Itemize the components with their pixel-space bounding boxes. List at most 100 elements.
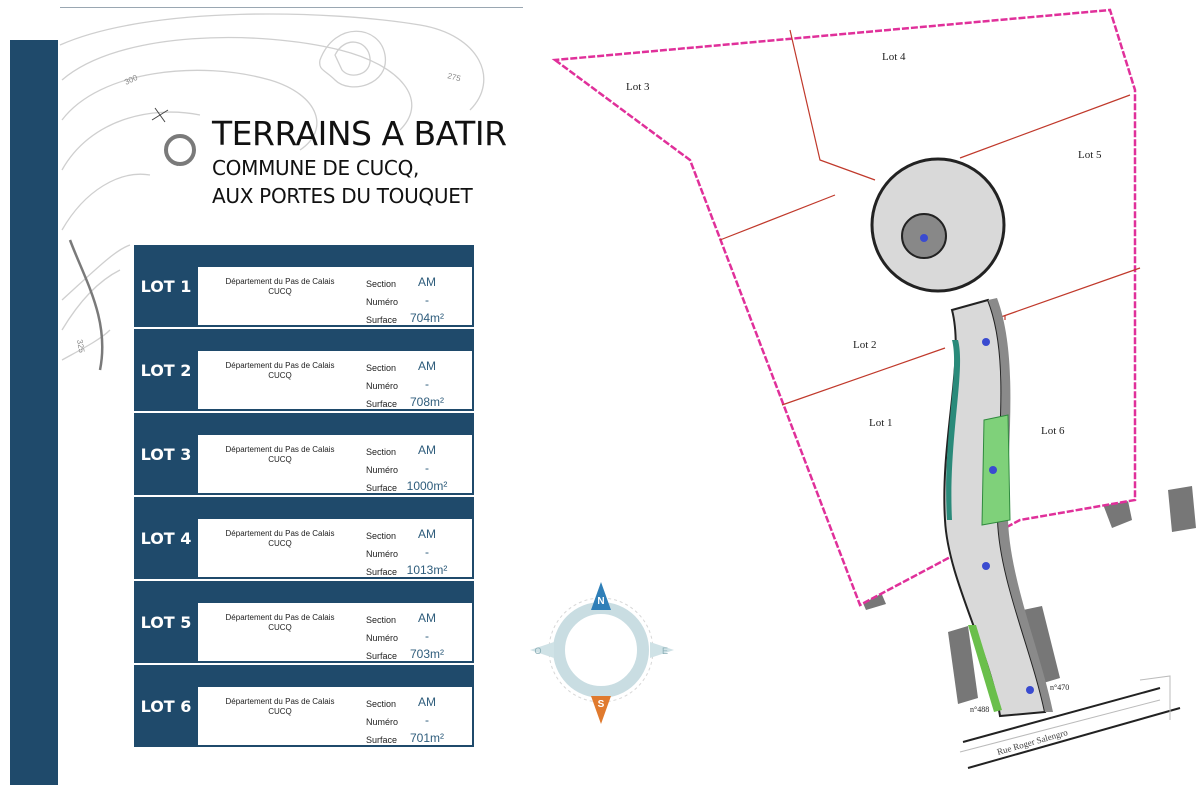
surface-value: 1013m² (406, 563, 448, 577)
commune-name: CUCQ (268, 707, 292, 716)
section-value: AM (418, 443, 436, 457)
section-label: Section (366, 699, 397, 709)
numero-value: - (425, 629, 429, 643)
commune-name: CUCQ (268, 539, 292, 548)
section-label: Section (366, 363, 397, 373)
surface-label: Surface (366, 567, 398, 577)
department-name: Département du Pas de Calais (225, 361, 335, 370)
section-value: AM (418, 611, 436, 625)
commune-name: CUCQ (268, 287, 292, 296)
site-plan: Lot 3 Lot 4 Lot 5 Lot 2 Lot 1 Lot 6 n°48… (551, 8, 1196, 769)
department-name: Département du Pas de Calais (225, 277, 335, 286)
section-value: AM (418, 275, 436, 289)
section-value: AM (418, 359, 436, 373)
section-label: Section (366, 531, 397, 541)
title-block: TERRAINS A BATIR COMMUNE DE CUCQ, AUX PO… (212, 114, 507, 210)
sidebar-accent-bar (10, 40, 58, 785)
lot-field-values: AM - 708m² (386, 357, 468, 411)
lot-divisions (719, 29, 1141, 406)
section-value: AM (418, 695, 436, 709)
department-name: Département du Pas de Calais (225, 613, 335, 622)
section-value: AM (418, 527, 436, 541)
surface-label: Surface (366, 399, 398, 409)
south-arrow-icon (591, 696, 611, 724)
lot-name: LOT 4 (140, 528, 192, 548)
numero-value: - (425, 545, 429, 559)
numero-label: Numéro (366, 717, 399, 727)
lot-field-values: AM - 704m² (386, 273, 468, 327)
plan-lot-5: Lot 5 (1078, 149, 1102, 161)
commune-name: CUCQ (268, 455, 292, 464)
lot-field-values: AM - 1000m² (386, 441, 468, 495)
topographic-contours: 300 275 325 (59, 13, 485, 371)
department-name: Département du Pas de Calais (225, 445, 335, 454)
road-sidewalk (988, 298, 1053, 712)
surface-label: Surface (366, 651, 398, 661)
lot-name: LOT 5 (140, 612, 192, 632)
lot-field-values: AM - 1013m² (386, 525, 468, 579)
compass-west-label: O (534, 646, 541, 656)
lot-name: LOT 3 (140, 444, 192, 464)
east-arrow-icon (650, 642, 674, 658)
section-label: Section (366, 615, 397, 625)
plan-lot-4: Lot 4 (882, 51, 906, 63)
contour-label-325: 325 (75, 339, 86, 354)
plan-lot-2: Lot 2 (853, 339, 877, 351)
surface-value: 701m² (409, 731, 444, 745)
plan-lot-1: Lot 1 (869, 417, 893, 429)
plan-lot-3: Lot 3 (626, 81, 650, 93)
contour-label-300: 300 (123, 73, 139, 87)
numero-label: Numéro (366, 381, 399, 391)
compass-south-label: S (598, 699, 605, 710)
top-rule (60, 7, 523, 8)
page-subtitle-line2: AUX PORTES DU TOUQUET (212, 184, 473, 208)
surface-value: 704m² (409, 311, 444, 325)
compass-rose: N S E O (530, 582, 674, 724)
commune-name: CUCQ (268, 623, 292, 632)
numero-value: - (425, 377, 429, 391)
lot-name: LOT 1 (140, 276, 192, 296)
page-subtitle-line1: COMMUNE DE CUCQ, (212, 156, 420, 180)
numero-value: - (425, 293, 429, 307)
section-label: Section (366, 447, 397, 457)
street-lines (962, 687, 1181, 769)
contour-label-275: 275 (446, 71, 462, 83)
numero-label: Numéro (366, 633, 399, 643)
lot-field-values: AM - 703m² (386, 609, 468, 663)
street-number-488: n°488 (970, 705, 989, 714)
page-title: TERRAINS A BATIR (212, 114, 507, 153)
surface-value: 708m² (409, 395, 444, 409)
numero-label: Numéro (366, 465, 399, 475)
site-boundary (551, 8, 1137, 607)
numero-label: Numéro (366, 297, 399, 307)
surface-label: Surface (366, 315, 398, 325)
commune-name: CUCQ (268, 371, 292, 380)
west-arrow-icon (530, 642, 554, 658)
lot-name: LOT 2 (140, 360, 192, 380)
lot-field-values: AM-701m² (386, 693, 468, 747)
numero-value: - (425, 461, 429, 475)
utility-markers (982, 338, 1034, 694)
street-number-470: n°470 (1050, 683, 1069, 692)
compass-north-label: N (597, 596, 604, 607)
surface-value: 703m² (409, 647, 444, 661)
surface-value: 1000m² (406, 479, 448, 493)
